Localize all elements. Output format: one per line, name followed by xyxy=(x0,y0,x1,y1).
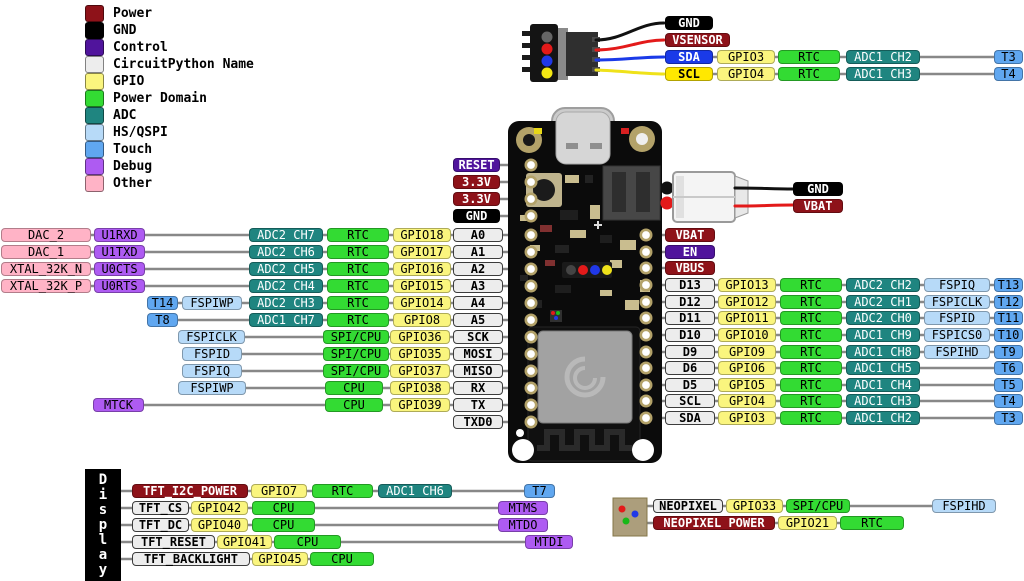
pin-hole-left xyxy=(524,296,538,310)
legend-label: Touch xyxy=(113,141,153,157)
circuitpython-name-swatch xyxy=(85,55,104,73)
legend-label: GPIO xyxy=(113,73,145,89)
pin-hole-right xyxy=(639,311,653,325)
display-label-letter: a xyxy=(98,546,108,563)
debug-swatch xyxy=(85,157,104,175)
stemma-gnd-wire xyxy=(594,21,666,42)
esp32-module xyxy=(527,326,641,462)
legend-item-power: Power xyxy=(85,4,153,22)
wires xyxy=(594,21,795,208)
pin-hole-left xyxy=(524,347,538,361)
legend-label: CircuitPython Name xyxy=(113,56,254,72)
antenna xyxy=(537,429,632,451)
battery-gnd-wire xyxy=(733,186,795,191)
pin-hole-left xyxy=(524,279,538,293)
legend-item-debug: Debug xyxy=(85,157,153,175)
neopixel-icon xyxy=(612,497,648,537)
touch-swatch xyxy=(85,140,104,158)
pin-hole-right xyxy=(639,328,653,342)
legend-label: Power xyxy=(113,5,153,21)
legend-item-hs-qspi: HS/QSPI xyxy=(85,123,168,141)
display-label-letter: y xyxy=(98,561,108,578)
legend-item-other: Other xyxy=(85,174,153,192)
red-led xyxy=(621,128,629,134)
legend-item-touch: Touch xyxy=(85,140,153,158)
pin-hole-right xyxy=(639,361,653,375)
pin-hole-left xyxy=(524,192,538,206)
other-swatch xyxy=(85,174,104,192)
pin-hole-left xyxy=(524,415,538,429)
legend-label: ADC xyxy=(113,107,137,123)
pin-hole-right xyxy=(639,278,653,292)
stemma-qt-port xyxy=(562,262,612,278)
legend-item-gpio: GPIO xyxy=(85,72,145,90)
pin-hole-left xyxy=(524,364,538,378)
battery-vbat-wire xyxy=(733,203,795,208)
mounting-hole xyxy=(632,439,654,461)
neopixel-on-board xyxy=(550,310,562,322)
legend-label: HS/QSPI xyxy=(113,124,168,140)
pin-hole-left xyxy=(524,330,538,344)
legend-label: Debug xyxy=(113,158,153,174)
pin-hole-right xyxy=(639,411,653,425)
pin-hole-left xyxy=(524,175,538,189)
pin-hole-left xyxy=(524,313,538,327)
pin-hole-right xyxy=(639,228,653,242)
display-label-letter: p xyxy=(98,516,108,533)
legend-item-circuitpython-name: CircuitPython Name xyxy=(85,55,254,73)
legend-item-control: Control xyxy=(85,38,168,56)
pin-hole-left xyxy=(524,245,538,259)
pin-holes xyxy=(524,158,653,429)
stemma-scl-wire xyxy=(594,68,666,76)
pin-hole-right xyxy=(639,378,653,392)
pin-hole-right xyxy=(639,261,653,275)
mounting-hole xyxy=(512,439,534,461)
pin-hole-right xyxy=(639,295,653,309)
display-label-letter: s xyxy=(98,501,108,518)
yellow-led xyxy=(534,128,542,134)
display-label-letter: i xyxy=(98,486,108,503)
display-label-letter: D xyxy=(98,471,108,488)
power-domain-swatch xyxy=(85,89,104,107)
jst-battery-connector xyxy=(602,165,661,221)
legend-label: Power Domain xyxy=(113,90,207,106)
legend-item-adc: ADC xyxy=(85,106,137,124)
gnd-swatch xyxy=(85,21,104,39)
pin-hole-left xyxy=(524,228,538,242)
pin-hole-right xyxy=(639,394,653,408)
hs-qspi-swatch xyxy=(85,123,104,141)
usb-c-shell xyxy=(555,111,611,165)
gpio-swatch xyxy=(85,72,104,90)
control-swatch xyxy=(85,38,104,56)
pin-hole-left xyxy=(524,262,538,276)
pin-hole-right xyxy=(639,345,653,359)
legend-item-power-domain: Power Domain xyxy=(85,89,207,107)
pin-hole-left xyxy=(524,158,538,172)
battery-plug-icon xyxy=(660,171,749,223)
legend-label: Control xyxy=(113,39,168,55)
legend-item-gnd: GND xyxy=(85,21,137,39)
legend-label: Other xyxy=(113,175,153,191)
stemma-qt-connector-icon xyxy=(522,24,600,82)
legend-label: GND xyxy=(113,22,137,38)
pin-hole-left xyxy=(524,398,538,412)
stemma-vsensor-wire xyxy=(594,38,666,52)
stemma-sda-wire xyxy=(594,55,666,62)
display-label-letter: l xyxy=(98,531,108,548)
board-graphic xyxy=(508,107,662,463)
pin-hole-left xyxy=(524,381,538,395)
pin-hole-left xyxy=(524,209,538,223)
power-swatch xyxy=(85,4,104,22)
pin-hole-right xyxy=(639,245,653,259)
adc-swatch xyxy=(85,106,104,124)
